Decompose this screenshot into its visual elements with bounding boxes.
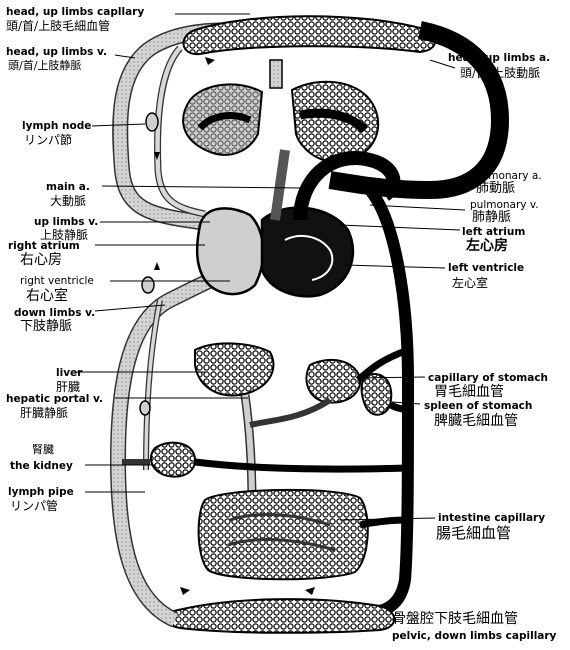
label-left-ventricle-jp: 左心室	[452, 276, 488, 290]
spleen-diagram	[362, 374, 392, 415]
stomach-capillary-diagram	[306, 360, 360, 403]
label-left-ventricle-en: left ventricle	[448, 262, 524, 274]
arrow-pelvic-artery	[305, 587, 315, 595]
label-head-up-limbs-a-jp: 頭/首/上肢動脈	[460, 66, 540, 80]
left-heart	[262, 208, 353, 297]
label-head-up-limbs-v-jp: 頭/首/上肢静脈	[8, 59, 81, 73]
label-kidney-en: the kidney	[10, 460, 73, 472]
label-head-up-limbs-capillary-jp: 頭/首/上肢毛細血管	[6, 19, 110, 33]
lymph-node-upper	[146, 113, 158, 131]
label-right-ventricle-en: right ventricle	[20, 275, 94, 287]
label-left-atrium-en: left atrium	[462, 226, 525, 238]
label-main-a-jp: 大動脈	[50, 194, 86, 208]
label-main-a-en: main a.	[46, 181, 90, 193]
renal-artery	[195, 462, 408, 469]
label-pelvic-capillary-jp: 骨盤腔下肢毛細血管	[392, 612, 518, 626]
label-intestine-capillary-jp: 腸毛細血管	[436, 526, 511, 540]
right-lung-diagram	[292, 82, 378, 162]
label-spleen-of-stomach-jp: 脾臓毛細血管	[434, 414, 518, 428]
label-pelvic-capillary-en: pelvic, down limbs capillary	[392, 630, 556, 642]
label-down-limbs-v-jp: 下肢静脈	[20, 320, 72, 334]
label-head-up-limbs-v-en: head, up limbs v.	[6, 46, 107, 58]
label-capillary-of-stomach-en: capillary of stomach	[428, 372, 548, 384]
label-hepatic-portal-v-jp: 肝臓静脈	[20, 406, 68, 420]
label-down-limbs-v-en: down limbs v.	[14, 307, 95, 319]
label-right-atrium-en: right atrium	[8, 240, 80, 252]
label-liver-jp: 肝臓	[56, 380, 80, 394]
label-lymph-node-en: lymph node	[22, 120, 91, 132]
arrow-up-vein	[154, 262, 160, 270]
gastric-vein	[250, 400, 330, 425]
label-right-atrium-jp: 右心房	[20, 253, 62, 267]
pelvic-capillary-bed	[164, 599, 394, 633]
intestine-diagram	[199, 490, 368, 579]
label-pulmonary-v-jp: 肺静脈	[472, 211, 511, 225]
label-intestine-capillary-en: intestine capillary	[438, 512, 545, 524]
label-spleen-of-stomach-en: spleen of stomach	[424, 400, 532, 412]
label-capillary-of-stomach-jp: 胃毛細血管	[434, 385, 504, 399]
head-capillary-bed	[184, 16, 435, 54]
label-hepatic-portal-v-en: hepatic portal v.	[6, 393, 103, 405]
label-left-atrium-jp: 左心房	[466, 239, 508, 253]
label-liver-en: liver	[56, 367, 82, 379]
label-lymph-node-jp: リンパ節	[24, 133, 72, 147]
lymph-node-lower	[140, 401, 150, 415]
label-lymph-pipe-en: lymph pipe	[8, 486, 74, 498]
label-lymph-pipe-jp: リンパ管	[10, 499, 58, 513]
label-right-ventricle-jp: 右心室	[26, 289, 68, 303]
label-head-up-limbs-a-en: head, up limbs a.	[448, 52, 550, 64]
label-pulmonary-a-jp: 肺動脈	[476, 182, 515, 196]
label-kidney-jp: 腎臓	[32, 443, 54, 457]
mesenteric-artery	[360, 520, 408, 525]
label-up-limbs-v-en: up limbs v.	[34, 216, 98, 228]
arrow-head-vein	[205, 57, 215, 65]
label-head-up-limbs-capillary-en: head, up limbs capllary	[6, 6, 144, 18]
liver-diagram	[195, 343, 273, 395]
trachea	[270, 60, 282, 88]
lymph-node-mid	[142, 277, 154, 293]
kidney-diagram	[151, 443, 195, 477]
arrow-pelvic-vein	[180, 587, 190, 595]
